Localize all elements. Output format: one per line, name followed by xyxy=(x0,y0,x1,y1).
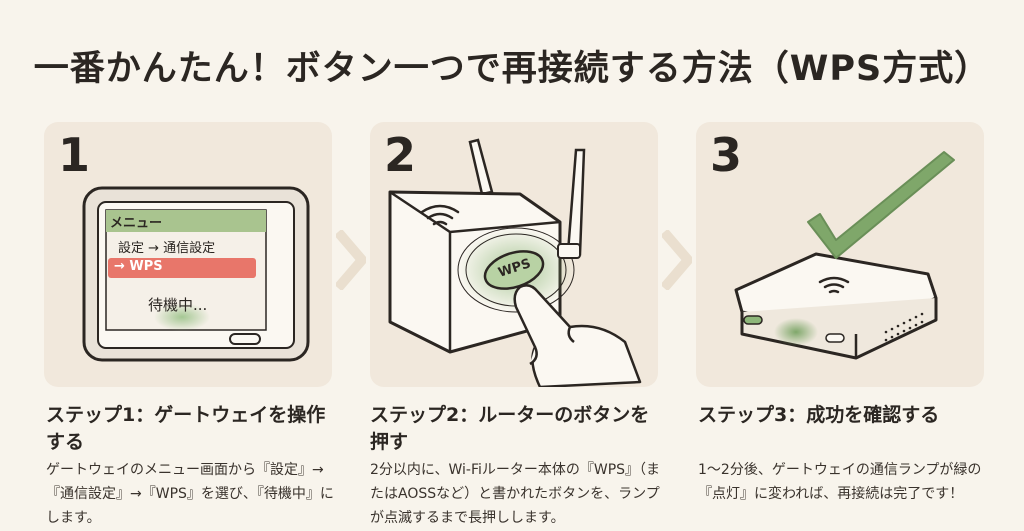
step-1-title: ステップ1：ゲートウェイを操作する xyxy=(46,404,326,453)
step-3-description: 1〜2分後、ゲートウェイの通信ランプが緑の『点灯』に変われば、再接続は完了です！ xyxy=(698,462,982,502)
page-title: 一番かんたん！ボタン一つで再接続する方法（WPS方式） xyxy=(33,49,991,89)
gateway-success-illustration xyxy=(734,151,955,360)
wifi-icon xyxy=(420,204,460,226)
chevron-right-icon xyxy=(336,230,366,290)
screen-status: 待機中... xyxy=(148,296,208,314)
step-1-panel: 1 メニュー 設定 → 通信設定 → WPS 待機中... xyxy=(44,122,332,387)
router-illustration xyxy=(388,138,642,387)
step-3-panel: 3 xyxy=(696,122,984,387)
step-number: 3 xyxy=(710,128,743,182)
step-2-description: 2分以内に、Wi-Fiルーター本体の『WPS』（またはAOSSなど）と書かれたボ… xyxy=(370,462,661,526)
step-number: 1 xyxy=(58,128,91,182)
gateway-screen-illustration xyxy=(82,186,310,362)
chevron-right-icon xyxy=(662,230,692,290)
check-icon xyxy=(807,151,955,259)
wifi-icon xyxy=(818,276,850,294)
step-2-panel: 2 WPS xyxy=(370,122,658,387)
screen-menu-item: 設定 → 通信設定 xyxy=(118,241,216,256)
step-3-title: ステップ3：成功を確認する xyxy=(698,404,940,426)
screen-menu-item-selected: → WPS xyxy=(114,259,163,274)
step-2-title: ステップ2：ルーターのボタンを押す xyxy=(370,404,650,453)
step-number: 2 xyxy=(384,128,417,182)
screen-menu-title: メニュー xyxy=(110,216,163,231)
finger-icon xyxy=(513,284,642,387)
step-1-description: ゲートウェイのメニュー画面から『設定』→『通信設定』→『WPS』を選び、『待機中… xyxy=(46,462,334,526)
